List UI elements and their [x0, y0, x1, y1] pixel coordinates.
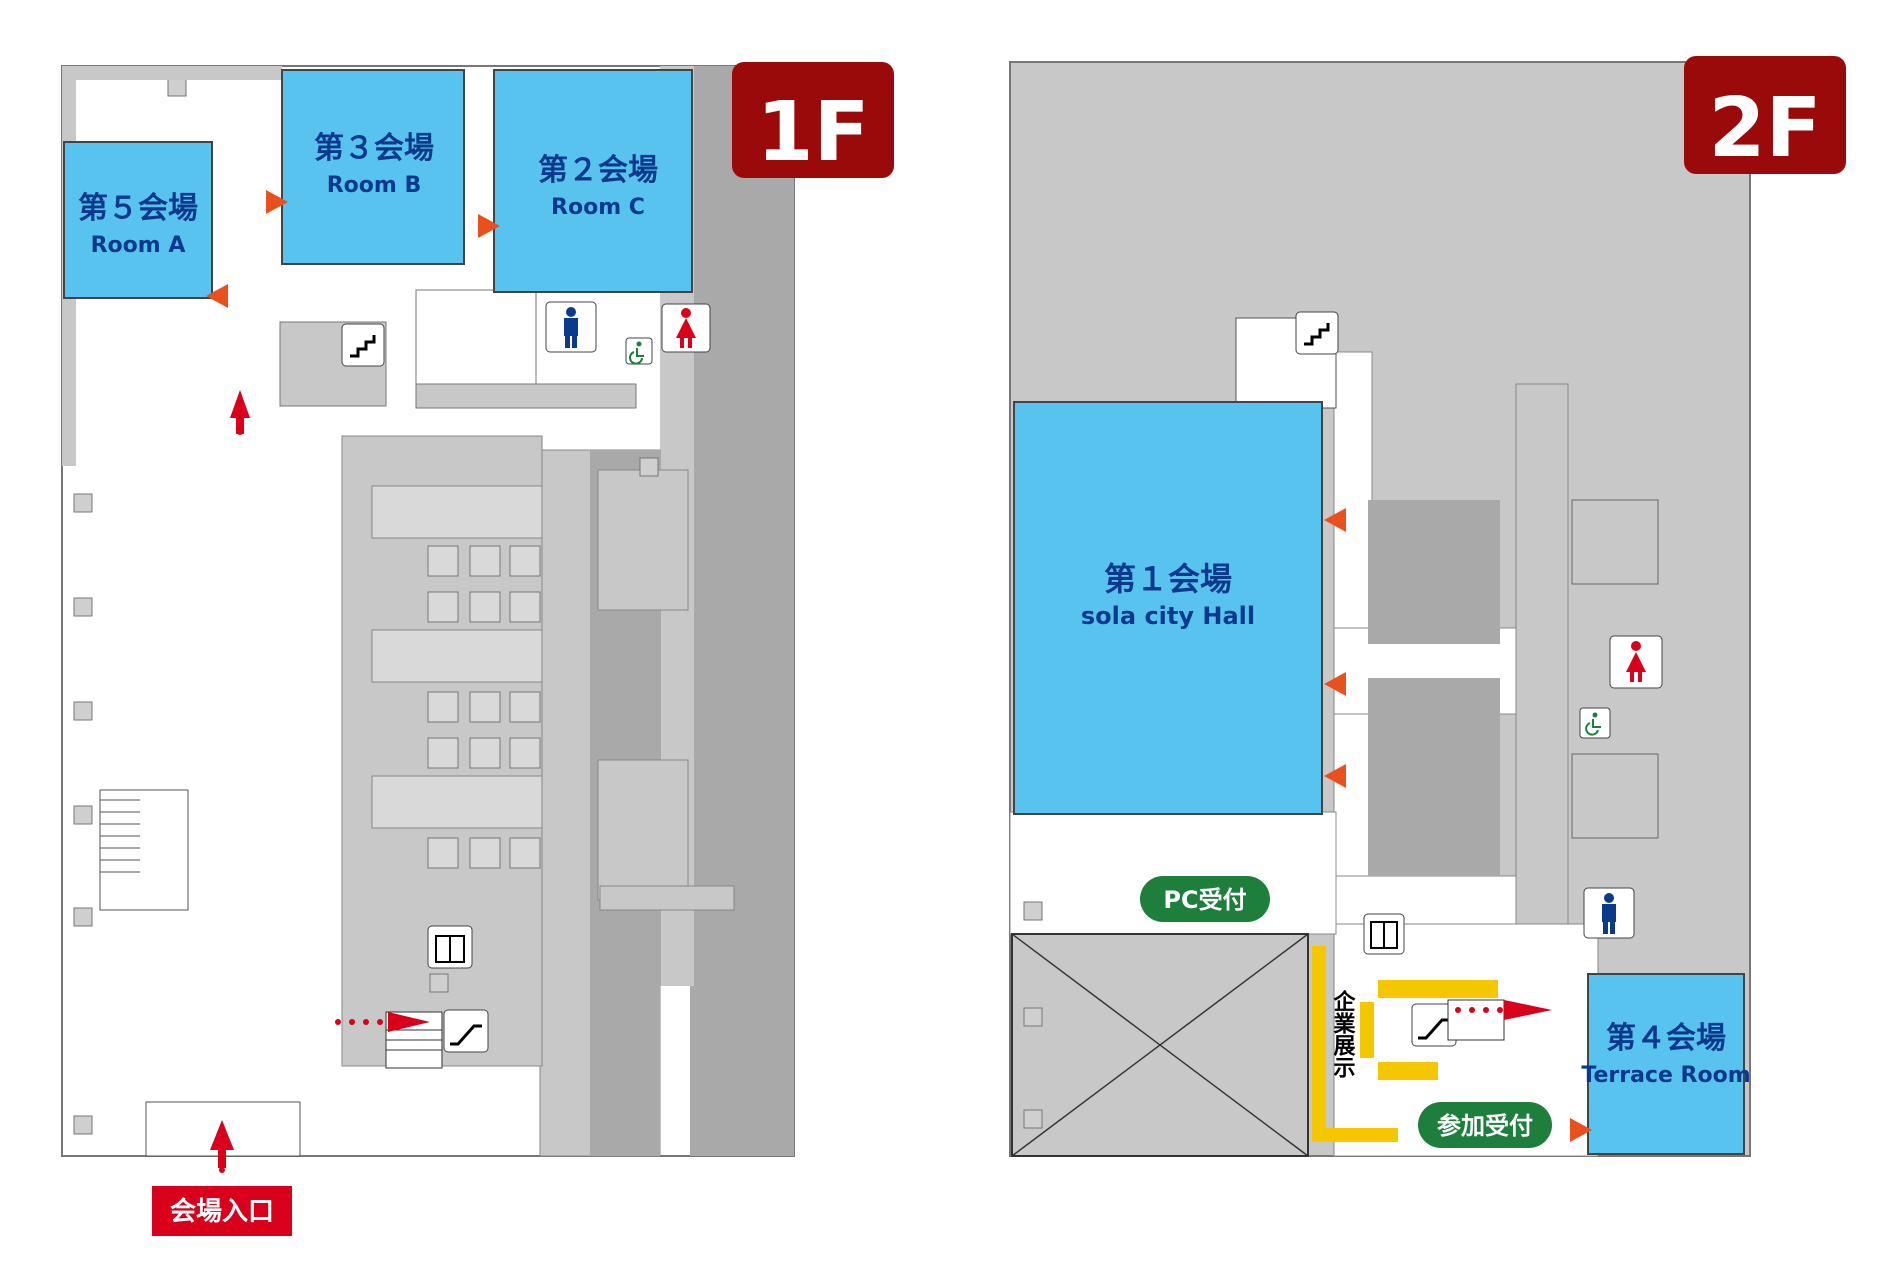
accessible-restroom-icon	[625, 337, 653, 365]
exhibit-area[interactable]: 企業展示	[1312, 946, 1498, 1142]
room-3-title: 第３会場	[314, 131, 434, 166]
pc-reception-text: PC受付	[1163, 886, 1246, 914]
stairs-icon	[341, 323, 385, 367]
room-2-title: 第２会場	[538, 153, 658, 188]
route-arrows-1f	[210, 390, 430, 1173]
participant-reception-label[interactable]: 参加受付	[1418, 1102, 1552, 1148]
entrance-label[interactable]: 会場入口	[152, 1186, 292, 1236]
room-5-room-a[interactable]: 第５会場 Room A	[63, 141, 213, 299]
escalator-icon	[443, 1009, 489, 1053]
stairs-icon	[1295, 311, 1339, 355]
pc-reception-label[interactable]: PC受付	[1140, 876, 1270, 922]
room-5-title: 第５会場	[78, 191, 198, 226]
room-2-subtitle: Room C	[551, 195, 645, 220]
male-restroom-icon	[1583, 887, 1635, 939]
door-arrows-1f	[206, 190, 500, 308]
elevator-icon	[1363, 913, 1405, 955]
room-3-room-b[interactable]: 第３会場 Room B	[281, 69, 465, 265]
participant-reception-text: 参加受付	[1437, 1112, 1533, 1140]
room-1-title: 第１会場	[1104, 560, 1232, 598]
room-3-subtitle: Room B	[327, 173, 422, 198]
room-4-title: 第４会場	[1606, 1021, 1726, 1056]
floor-badge-2f-label: 2F	[1708, 81, 1821, 176]
accessible-restroom-icon	[1579, 707, 1611, 739]
floor-badge-2f: 2F	[1684, 56, 1846, 176]
floor-badge-1f-label: 1F	[756, 85, 869, 180]
room-5-subtitle: Room A	[91, 233, 186, 258]
room-2-room-c[interactable]: 第２会場 Room C	[493, 69, 693, 293]
exhibit-label: 企業展示	[1330, 989, 1357, 1079]
door-arrows-2f	[1324, 508, 1592, 1142]
room-4-terrace-room[interactable]: 第４会場 Terrace Room	[1581, 973, 1751, 1155]
entrance-label-text: 会場入口	[170, 1197, 274, 1227]
room-1-sola-city-hall[interactable]: 第１会場 sola city Hall	[1013, 401, 1323, 815]
room-1-subtitle: sola city Hall	[1081, 602, 1255, 630]
elevator-icon	[427, 925, 473, 969]
floor-badge-1f: 1F	[732, 62, 894, 180]
female-restroom-icon	[1609, 635, 1663, 689]
female-restroom-icon	[661, 303, 711, 353]
route-arrows-2f	[1447, 999, 1552, 1041]
male-restroom-icon	[545, 301, 597, 353]
room-4-subtitle: Terrace Room	[1581, 1063, 1750, 1088]
